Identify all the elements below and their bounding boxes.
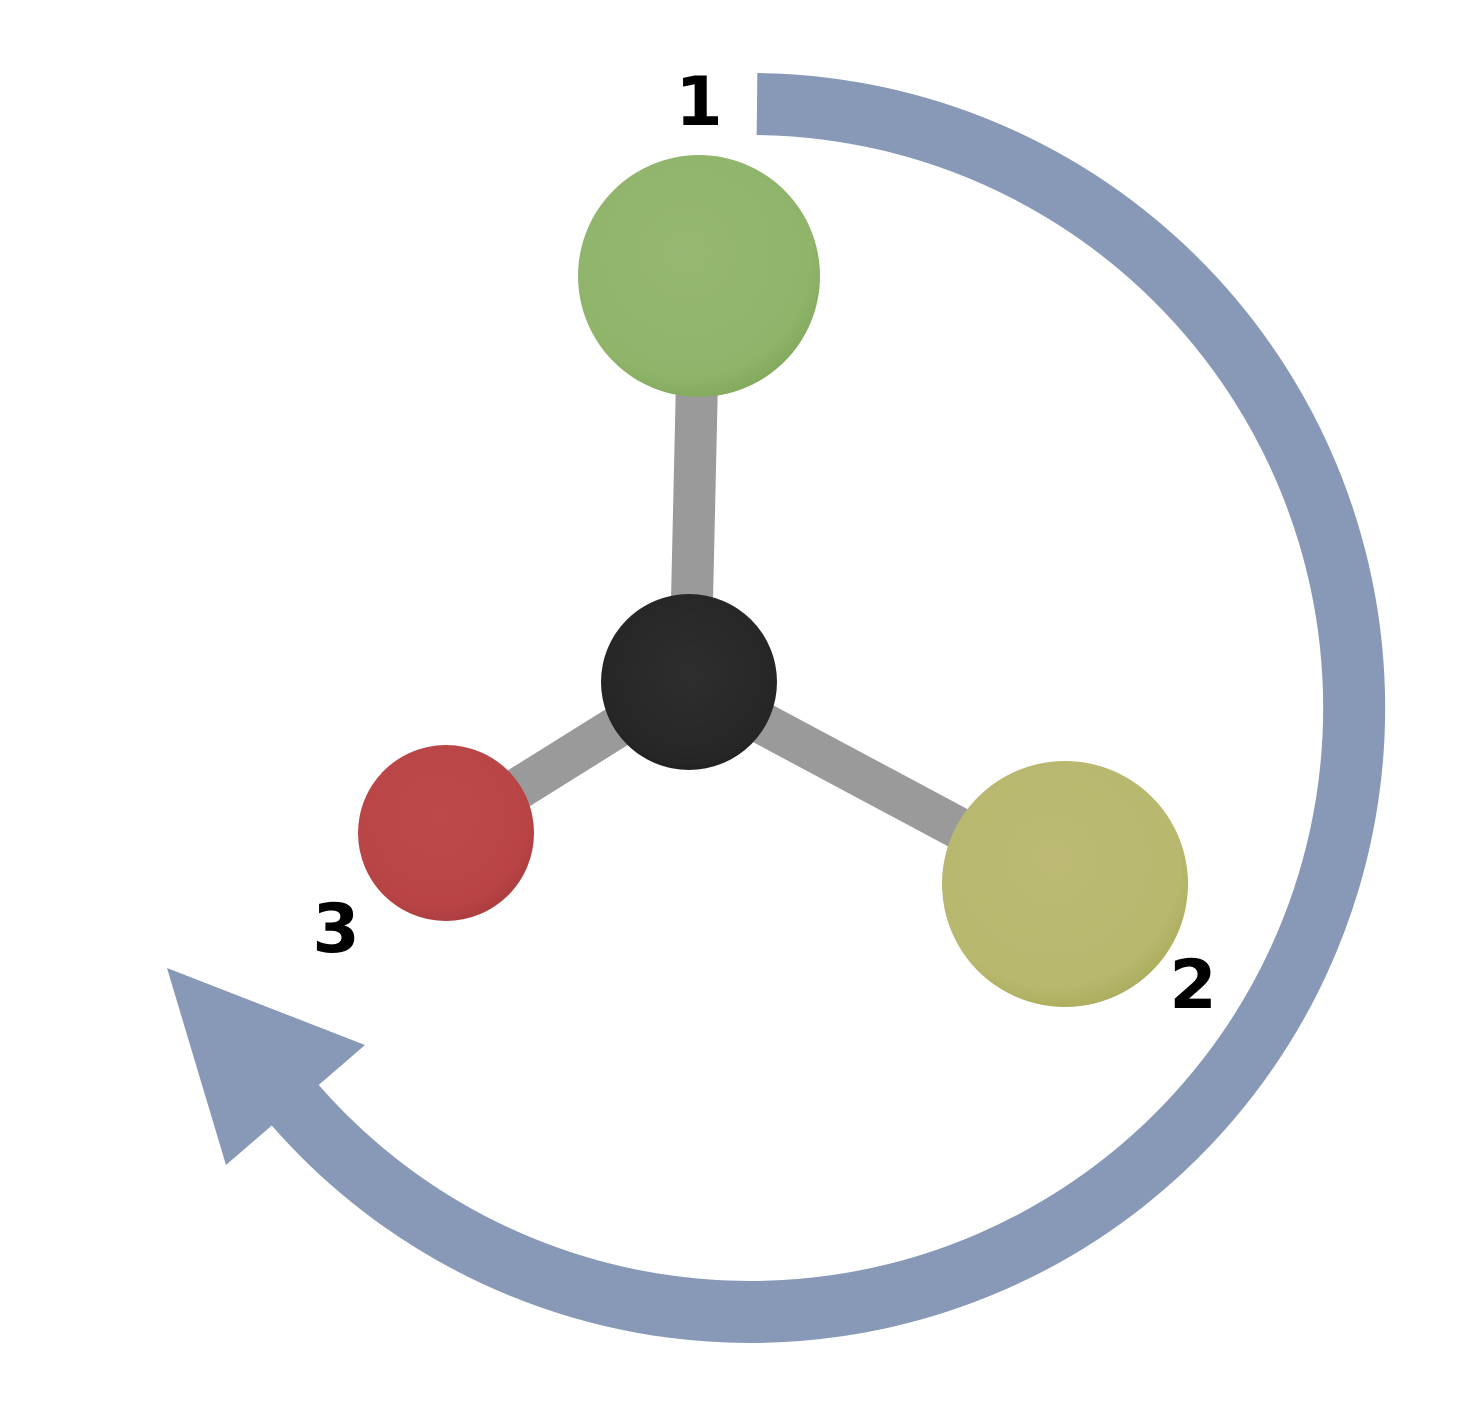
bond-1 — [671, 379, 718, 601]
central-atom-black — [601, 594, 777, 770]
atom-2-yellow — [942, 761, 1188, 1007]
label-atom-1: 1 — [675, 63, 722, 142]
bonds — [488, 379, 1000, 864]
bond-2 — [750, 703, 1000, 864]
label-atom-2: 2 — [1169, 946, 1216, 1025]
arrowhead-icon — [167, 968, 365, 1165]
rotation-arc — [271, 73, 1386, 1343]
atom-3-red — [358, 745, 534, 921]
rotation-arrow — [167, 73, 1386, 1343]
label-atom-3: 3 — [312, 890, 359, 969]
atom-1-green — [578, 155, 820, 397]
